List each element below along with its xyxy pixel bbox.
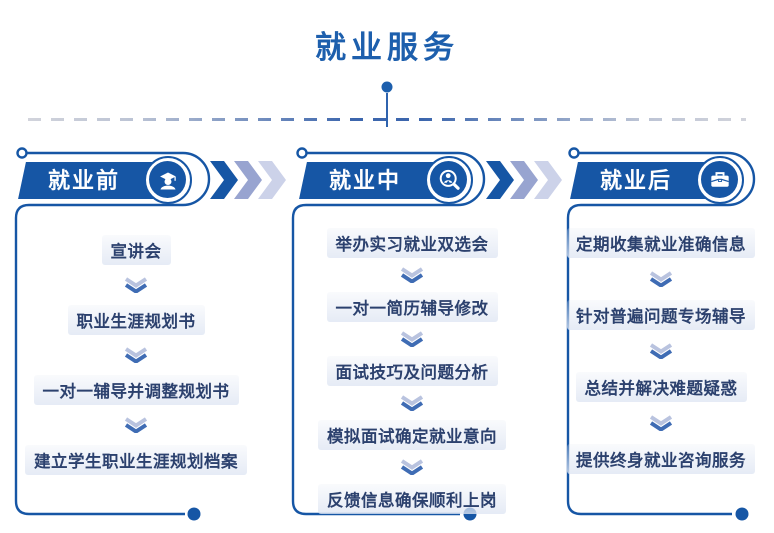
step-item: 一对一简历辅导修改 [326,292,498,322]
chevron-right-icon [258,161,286,199]
double-chevron-down-icon [124,277,148,293]
card-after-employment: 定期收集就业准确信息 针对普遍问题专场辅导 总结并解决难题疑惑 提供终身就业咨询… [544,212,774,474]
double-chevron-down-icon [649,343,673,359]
step-item: 职业生涯规划书 [67,305,205,335]
step-item: 一对一辅导并调整规划书 [33,375,239,405]
header-label: 就业中 [328,168,401,193]
double-chevron-down-icon [124,347,148,363]
header-icon-ring [425,156,473,204]
double-chevron-down-icon [400,395,424,411]
header-label: 就业前 [47,168,120,193]
graduate-student-icon [149,161,186,198]
chevron-right-icon [534,161,562,199]
step-item: 定期收集就业准确信息 [567,228,755,258]
card-end-dot-3 [735,507,749,521]
header-label: 就业后 [599,168,672,193]
step-item: 宣讲会 [101,235,171,265]
chevron-right-icons-1 [210,161,286,199]
dashed-separator [28,118,746,121]
step-item: 面试技巧及问题分析 [326,356,498,386]
page-title: 就业服务 [315,30,459,65]
double-chevron-down-icon [124,417,148,433]
card-during-employment: 举办实习就业双选会 一对一简历辅导修改 面试技巧及问题分析 模拟面试确定就业意向… [286,212,538,514]
title-connector-dot [381,81,393,93]
double-chevron-down-icon [400,267,424,283]
person-search-icon [430,161,467,198]
double-chevron-down-icon [649,271,673,287]
chevron-right-icon [510,161,538,199]
chevron-right-icons-2 [486,161,562,199]
step-item: 总结并解决难题疑惑 [575,372,747,402]
step-item: 提供终身就业咨询服务 [567,444,755,474]
chevron-right-icon [234,161,262,199]
step-item: 建立学生职业生涯规划档案 [25,445,247,475]
card-before-employment: 宣讲会 职业生涯规划书 一对一辅导并调整规划书 建立学生职业生涯规划档案 [14,215,258,475]
header-before-employment: 就业前 [16,156,216,204]
chevron-right-icon [486,161,514,199]
step-item: 反馈信息确保顺利上岗 [318,484,506,514]
header-during-employment: 就业中 [297,156,497,204]
header-after-employment: 就业后 [568,156,768,204]
double-chevron-down-icon [400,331,424,347]
header-icon-ring [696,156,744,204]
chevron-right-icon [210,161,238,199]
card-end-dot-1 [187,507,201,521]
dashed-separator-blue [28,118,746,121]
briefcase-icon [701,161,738,198]
header-icon-ring [144,156,192,204]
double-chevron-down-icon [649,415,673,431]
step-item: 针对普遍问题专场辅导 [567,300,755,330]
step-item: 举办实习就业双选会 [326,228,498,258]
step-item: 模拟面试确定就业意向 [318,420,506,450]
double-chevron-down-icon [400,459,424,475]
